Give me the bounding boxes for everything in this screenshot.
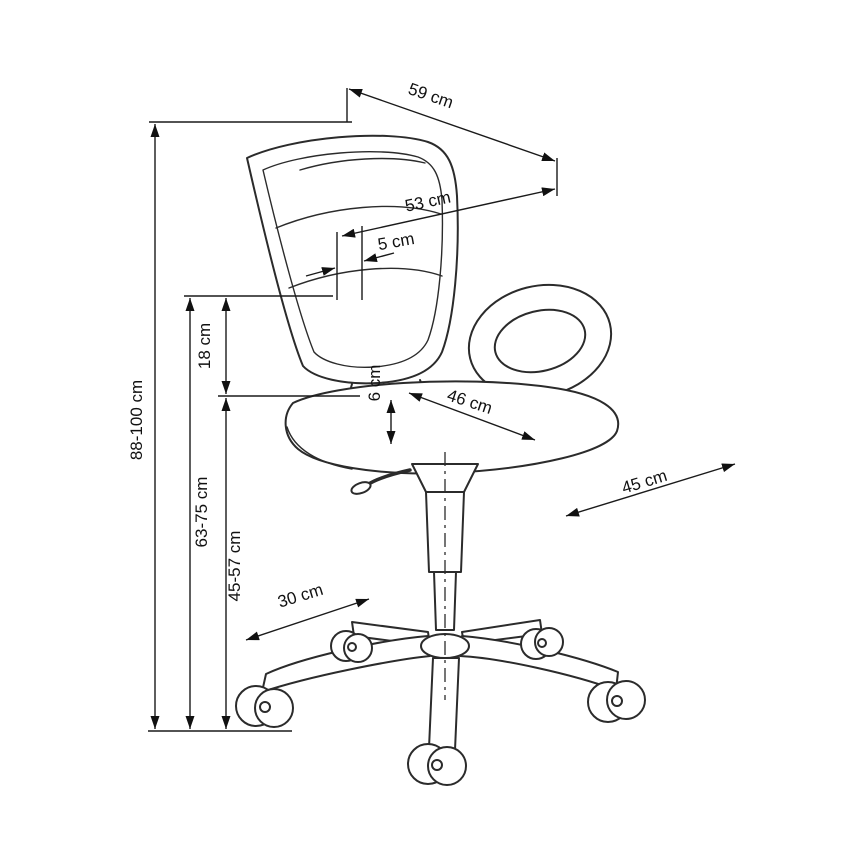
tilt-lever	[350, 468, 412, 495]
caster-wheel-left	[235, 685, 294, 728]
dimension-seat-depth: 45 cm	[565, 463, 736, 517]
label-armrest-above-seat: 18 cm	[195, 323, 214, 369]
dimension-armrest-above-seat: 18 cm	[195, 298, 231, 394]
backrest	[246, 134, 459, 385]
caster-wheel-right	[587, 680, 646, 723]
label-seat-cushion-thickness: 6 cm	[365, 365, 384, 402]
dimension-total-height: 88-100 cm	[127, 124, 160, 729]
caster-wheel-back-right	[520, 627, 564, 660]
label-seat-depth: 45 cm	[619, 466, 669, 498]
caster-wheel-front	[407, 743, 467, 786]
base-leg	[428, 657, 460, 751]
dimension-armrest-height: 63-75 cm	[185, 298, 211, 729]
base	[261, 619, 619, 751]
dimension-seat-height: 45-57 cm	[221, 398, 244, 729]
label-total-height: 88-100 cm	[127, 380, 146, 460]
label-armrest-height: 63-75 cm	[192, 477, 211, 548]
casters	[235, 627, 646, 786]
label-backrest-diagonal: 59 cm	[406, 79, 456, 112]
caster-wheel-back-left	[330, 630, 373, 663]
chair-illustration	[235, 134, 646, 786]
label-seat-height: 45-57 cm	[225, 531, 244, 602]
backrest-mesh-line	[288, 267, 443, 289]
gas-lift	[411, 463, 479, 631]
right-armrest	[467, 283, 613, 399]
dimension-seat-cushion-thickness: 6 cm	[365, 365, 396, 444]
label-base-radius: 30 cm	[275, 580, 325, 612]
extension-lines	[148, 88, 558, 732]
